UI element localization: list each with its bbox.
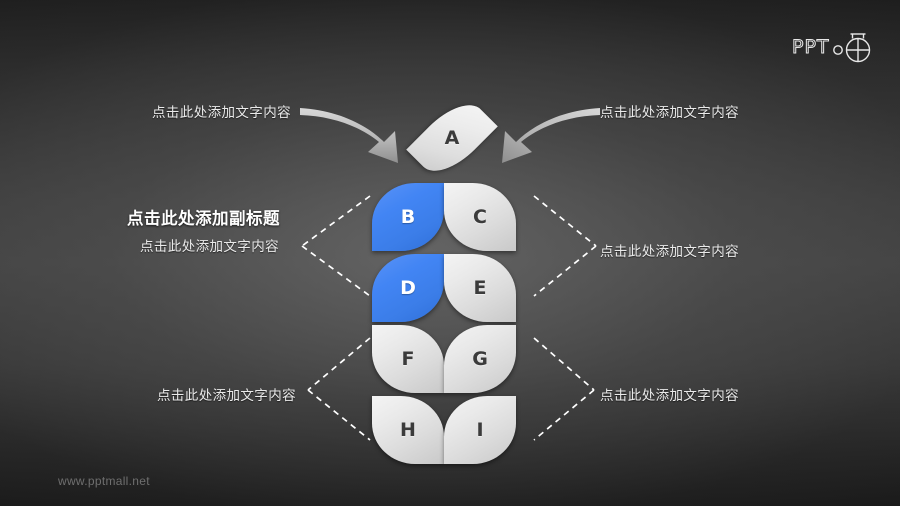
petal-d-label: D [400, 277, 416, 299]
petal-f-label: F [401, 348, 415, 370]
subtitle-title[interactable]: 点击此处添加副标题 [127, 209, 280, 228]
petal-b[interactable]: B [372, 183, 444, 251]
chevron-lower-left [307, 337, 371, 441]
callout-top-right[interactable]: 点击此处添加文字内容 [600, 105, 739, 121]
logo: PPT [792, 28, 884, 68]
petal-c[interactable]: C [444, 183, 516, 251]
pptmall-circle-mark-icon [833, 33, 871, 63]
chevron-upper-left [301, 195, 371, 297]
petal-i[interactable]: I [444, 396, 516, 464]
petal-e-label: E [473, 277, 487, 299]
petal-i-label: I [476, 419, 484, 441]
callout-mid-right[interactable]: 点击此处添加文字内容 [600, 244, 739, 260]
subtitle-body[interactable]: 点击此处添加文字内容 [140, 239, 279, 255]
chevron-upper-right [533, 195, 597, 297]
arrow-left-icon [300, 108, 398, 163]
callout-bottom-left[interactable]: 点击此处添加文字内容 [157, 388, 296, 404]
petal-g-label: G [472, 348, 488, 370]
chevron-lower-right [533, 337, 595, 441]
petal-d[interactable]: D [372, 254, 444, 322]
petal-a-label: A [444, 127, 460, 149]
petal-h[interactable]: H [372, 396, 444, 464]
callout-bottom-right[interactable]: 点击此处添加文字内容 [600, 388, 739, 404]
arrow-right-icon [502, 108, 600, 163]
petal-c-label: C [473, 206, 487, 228]
petal-g[interactable]: G [444, 325, 516, 393]
petal-f[interactable]: F [372, 325, 444, 393]
petal-b-label: B [400, 206, 416, 228]
callout-top-left[interactable]: 点击此处添加文字内容 [152, 105, 291, 121]
petal-a[interactable]: A [406, 86, 498, 190]
petal-h-label: H [400, 419, 416, 441]
logo-text: PPT [792, 36, 830, 58]
petal-e[interactable]: E [444, 254, 516, 322]
footer-url: www.pptmall.net [58, 474, 150, 488]
